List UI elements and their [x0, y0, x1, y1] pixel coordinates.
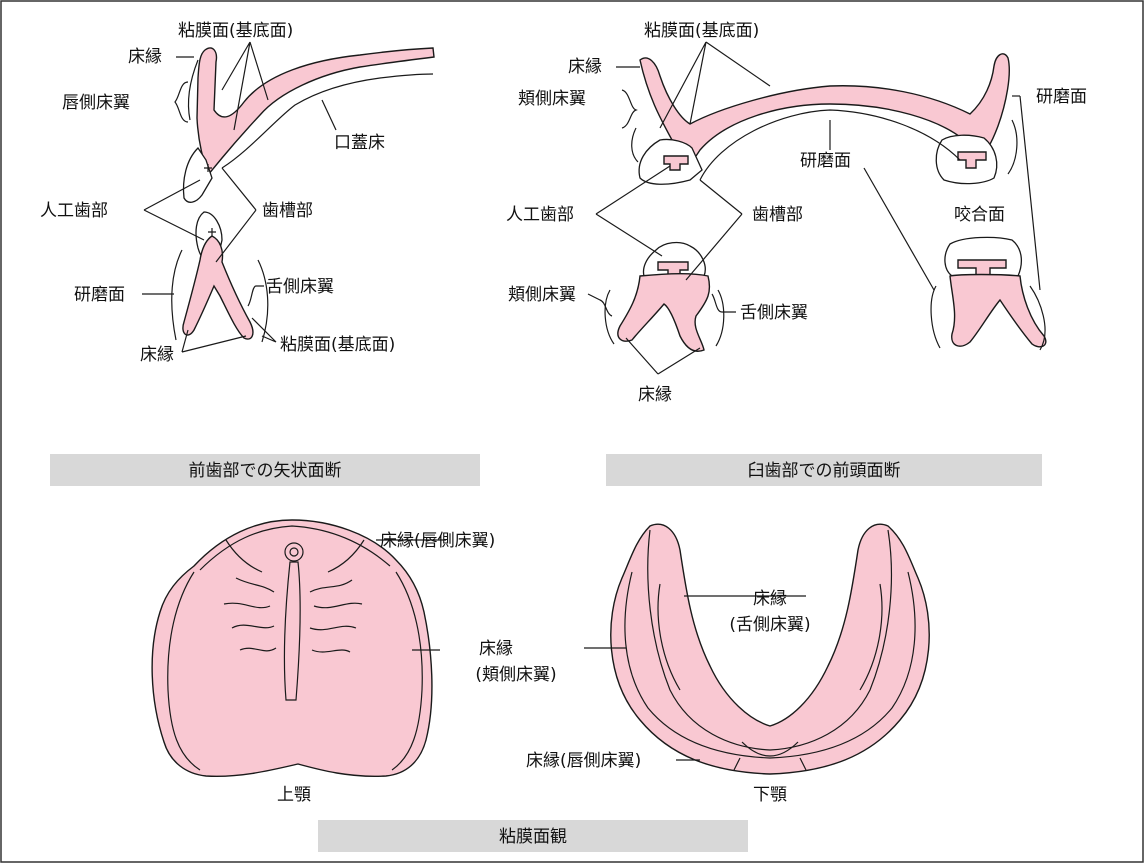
lower-denture-frontal-left [618, 274, 710, 352]
label-alveolar-frontal: 歯槽部 [752, 205, 803, 225]
leader-labial-flange [175, 82, 188, 122]
upper-jaw-title: 上顎 [277, 785, 311, 805]
leader-polished-mid-down [864, 168, 934, 290]
label-upper-labial-border: 床縁(唇側床翼) [380, 531, 495, 551]
sagittal-section: 粘膜面(基底面) 床縁 唇側床翼 口蓋床 人工歯部 歯槽部 研磨面 舌側床翼 床… [40, 21, 434, 365]
label-border-top: 床縁 [128, 47, 162, 67]
label-artificial-teeth-frontal: 人工歯部 [506, 205, 574, 225]
caption-frontal: 臼歯部での前頭面断 [748, 461, 901, 481]
label-buccal-flange-bottom: 頬側床翼 [508, 285, 576, 305]
leader-lingual-flange [248, 286, 264, 306]
leader-mucosal-bottom [252, 318, 276, 342]
caption-mucosal: 粘膜面観 [499, 827, 567, 847]
label-palate-plate: 口蓋床 [334, 133, 385, 153]
upper-denture-sagittal [197, 48, 434, 175]
label-mucosal-top: 粘膜面(基底面) [178, 21, 293, 41]
lower-denture-frontal-right [950, 275, 1046, 347]
label-polished-mid: 研磨面 [800, 151, 851, 171]
label-occlusal: 咬合面 [954, 205, 1005, 225]
label-upper-buccal-border-2: (頬側床翼) [475, 665, 556, 685]
label-lingual-flange: 舌側床翼 [266, 277, 334, 297]
lower-denture-sagittal [183, 236, 253, 339]
label-upper-buccal-border-1: 床縁 [479, 639, 513, 659]
label-border-top-frontal: 床縁 [568, 57, 602, 77]
leader-buccal-flange-bottom [588, 294, 612, 316]
lower-jaw-title: 下顎 [753, 785, 787, 805]
label-border-bottom-frontal: 床縁 [638, 385, 672, 405]
upper-jaw-view: 床縁(唇側床翼) 床縁 (頬側床翼) 上顎 [152, 520, 557, 805]
lower-jaw-view: 床縁 (舌側床翼) 床縁(唇側床翼) 下顎 [526, 524, 929, 805]
caption-sagittal: 前歯部での矢状面断 [189, 461, 342, 481]
label-buccal-flange-top: 頬側床翼 [518, 89, 586, 109]
label-mucosal-bottom: 粘膜面(基底面) [280, 335, 395, 355]
label-mucosal-top-frontal: 粘膜面(基底面) [644, 21, 759, 41]
leader-palate-plate [322, 100, 336, 130]
label-polished-right: 研磨面 [1036, 87, 1087, 107]
label-lower-lingual-border-2: (舌側床翼) [729, 615, 810, 635]
label-border-bottom: 床縁 [140, 345, 174, 365]
lower-denture-outline [611, 524, 929, 774]
upper-denture-outline [152, 520, 432, 776]
label-lingual-flange-frontal: 舌側床翼 [740, 303, 808, 323]
leader-buccal-flange-top [622, 90, 636, 128]
label-lower-labial-border: 床縁(唇側床翼) [526, 751, 641, 771]
label-polished: 研磨面 [74, 285, 125, 305]
label-lower-lingual-border-1: 床縁 [753, 589, 787, 609]
label-labial-flange: 唇側床翼 [62, 93, 130, 113]
label-alveolar: 歯槽部 [262, 201, 313, 221]
frontal-section: 粘膜面(基底面) 床縁 頬側床翼 研磨面 研磨面 人工歯部 歯槽部 咬合面 頬側… [506, 21, 1087, 405]
leader-polished-right-long [1020, 96, 1040, 290]
label-artificial-teeth: 人工歯部 [40, 201, 108, 221]
